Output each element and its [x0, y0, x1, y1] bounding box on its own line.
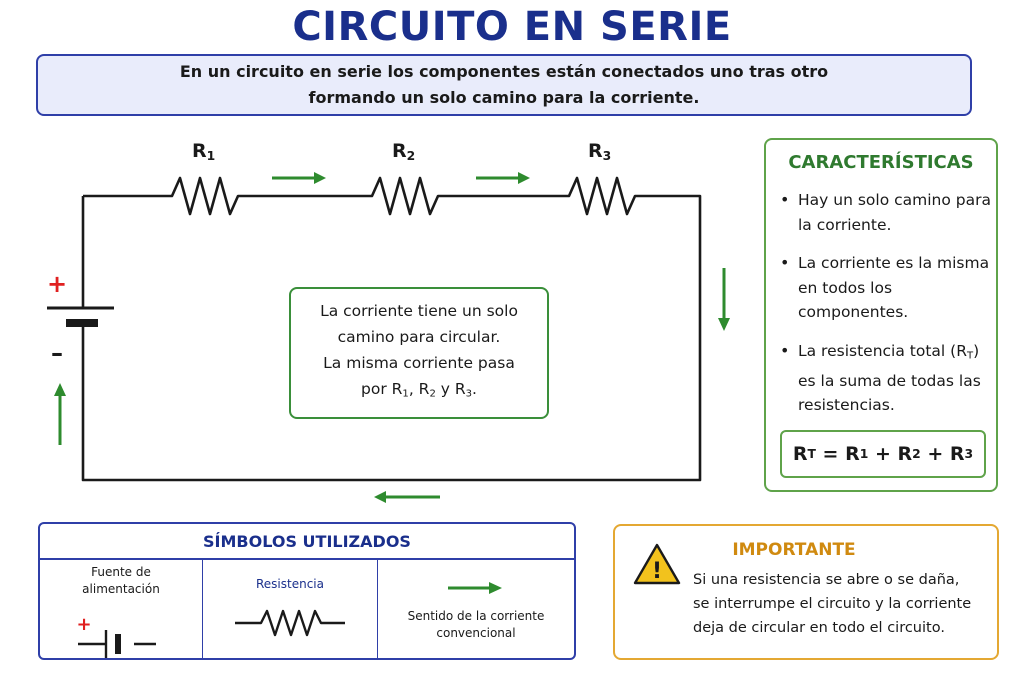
- arrow-left: [374, 491, 440, 503]
- resistance-label: Resistencia: [256, 577, 324, 591]
- symbols-title: SÍMBOLOS UTILIZADOS: [40, 524, 574, 560]
- battery-minus-sign: –: [51, 339, 63, 367]
- characteristic-item-3: La resistencia total (RT) es la suma de …: [778, 339, 992, 418]
- direction-label: Sentido de la corriente convencional: [407, 609, 545, 640]
- resistor-symbol-icon: [235, 609, 345, 637]
- intro-line-1: En un circuito en serie los componentes …: [179, 62, 829, 81]
- important-title: IMPORTANTE: [732, 540, 856, 560]
- symbols-legend: SÍMBOLOS UTILIZADOS Fuente de alimentaci…: [38, 522, 576, 660]
- arrow-up: [54, 383, 66, 445]
- warning-icon: !: [633, 543, 681, 585]
- characteristics-panel: CARACTERÍSTICAS Hay un solo camino para …: [764, 138, 998, 492]
- info-line-4: por R1, R2 y R3.: [361, 380, 477, 400]
- important-text: Si una resistencia se abre o se daña, se…: [693, 572, 972, 636]
- resistor-3-symbol: [562, 176, 642, 216]
- arrow-right-2: [476, 172, 530, 184]
- battery-plus-sign: +: [47, 270, 67, 298]
- symbol-current-direction: Sentido de la corriente convencional: [378, 560, 574, 658]
- characteristic-item-1: Hay un solo camino para la corriente.: [778, 188, 992, 237]
- current-info-box: La corriente tiene un solo camino para c…: [289, 287, 549, 419]
- info-line-2: camino para circular.: [337, 328, 501, 347]
- battery-symbol-icon: +: [76, 614, 156, 658]
- resistor-2-symbol: [365, 176, 445, 216]
- arrow-down: [718, 268, 730, 331]
- svg-text:!: !: [652, 559, 662, 584]
- characteristic-item-2: La corriente es la misma en todos los co…: [778, 251, 992, 325]
- svg-text:+: +: [76, 614, 91, 635]
- characteristics-list: Hay un solo camino para la corriente. La…: [778, 188, 992, 432]
- symbol-power-source: Fuente de alimentación +: [40, 560, 203, 658]
- direction-arrow-icon: [448, 582, 502, 594]
- info-line-3: La misma corriente pasa: [323, 354, 515, 373]
- page-title: CIRCUITO EN SERIE: [292, 4, 732, 50]
- arrow-right-1: [272, 172, 326, 184]
- resistor-3-label: R3: [588, 140, 612, 164]
- power-source-label: Fuente de alimentación: [82, 565, 160, 596]
- resistor-1-label: R1: [192, 140, 216, 164]
- symbol-resistance: Resistencia: [203, 560, 378, 658]
- important-note: ! IMPORTANTE Si una resistencia se abre …: [613, 524, 999, 660]
- resistor-2-label: R2: [392, 140, 416, 164]
- intro-box: En un circuito en serie los componentes …: [36, 54, 972, 116]
- intro-line-2: formando un solo camino para la corrient…: [308, 88, 700, 107]
- wire-right: [81, 194, 702, 482]
- battery-short-plate: [66, 319, 98, 327]
- info-line-1: La corriente tiene un solo: [320, 302, 518, 321]
- resistor-1-symbol: [165, 176, 245, 216]
- characteristics-title: CARACTERÍSTICAS: [788, 152, 974, 173]
